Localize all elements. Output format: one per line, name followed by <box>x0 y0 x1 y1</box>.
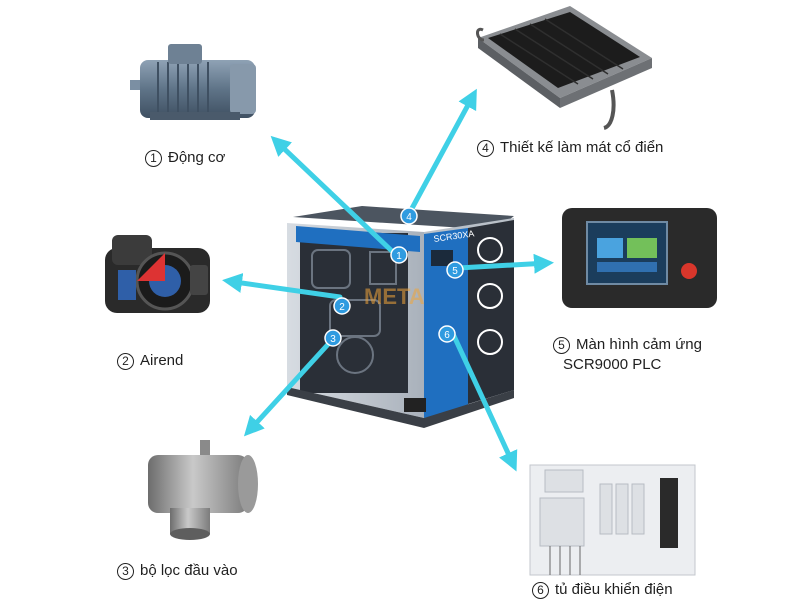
label-cabinet-number: 6 <box>532 581 549 599</box>
label-screen: 5 Màn hình cảm ứng SCR9000 PLC <box>553 336 702 374</box>
label-screen-text-line2: SCR9000 PLC <box>563 356 662 373</box>
arrow-motor <box>270 135 398 257</box>
marker-6-text: 6 <box>444 330 450 341</box>
marker-4-text: 4 <box>406 212 412 223</box>
arrow-filter <box>243 337 335 437</box>
label-cooler-number: 4 <box>477 139 494 157</box>
watermark-text: META <box>364 284 425 309</box>
touch-screen-image <box>562 208 717 308</box>
motor-image <box>130 44 256 120</box>
marker-5: 5 <box>446 261 464 279</box>
label-motor-number: 1 <box>145 149 162 167</box>
marker-4: 4 <box>400 207 418 225</box>
label-filter-number: 3 <box>117 562 134 580</box>
label-screen-text: Màn hình cảm ứng <box>576 336 702 353</box>
label-airend-number: 2 <box>117 352 134 370</box>
label-motor: 1 Động cơ <box>145 149 225 167</box>
arrow-cabinet <box>451 333 518 472</box>
marker-3-text: 3 <box>330 334 336 345</box>
label-motor-text: Động cơ <box>168 149 226 166</box>
label-cooler: 4 Thiết kế làm mát cổ điển <box>477 139 663 157</box>
marker-2-text: 2 <box>339 302 345 313</box>
marker-6: 6 <box>438 325 456 343</box>
airend-image <box>105 235 210 313</box>
electrical-cabinet-image <box>529 464 696 576</box>
inlet-filter-image <box>148 440 258 540</box>
marker-1: 1 <box>390 246 408 264</box>
label-filter-text: bộ lọc đầu vào <box>140 562 238 579</box>
label-cooler-text: Thiết kế làm mát cổ điển <box>500 139 664 156</box>
arrow-screen <box>455 253 554 274</box>
label-cabinet-text: tủ điều khiển điện <box>555 581 673 598</box>
label-filter: 3 bộ lọc đầu vào <box>117 562 238 580</box>
marker-2: 2 <box>333 297 351 315</box>
cooler-image <box>476 6 652 130</box>
label-airend: 2 Airend <box>117 352 183 370</box>
label-screen-number: 5 <box>553 336 570 354</box>
label-airend-text: Airend <box>140 352 184 369</box>
marker-5-text: 5 <box>452 266 458 277</box>
marker-1-text: 1 <box>396 251 402 262</box>
label-cabinet: 6 tủ điều khiển điện <box>532 581 673 599</box>
arrow-cooler <box>407 88 477 215</box>
marker-3: 3 <box>324 329 342 347</box>
arrow-airend <box>222 273 343 300</box>
